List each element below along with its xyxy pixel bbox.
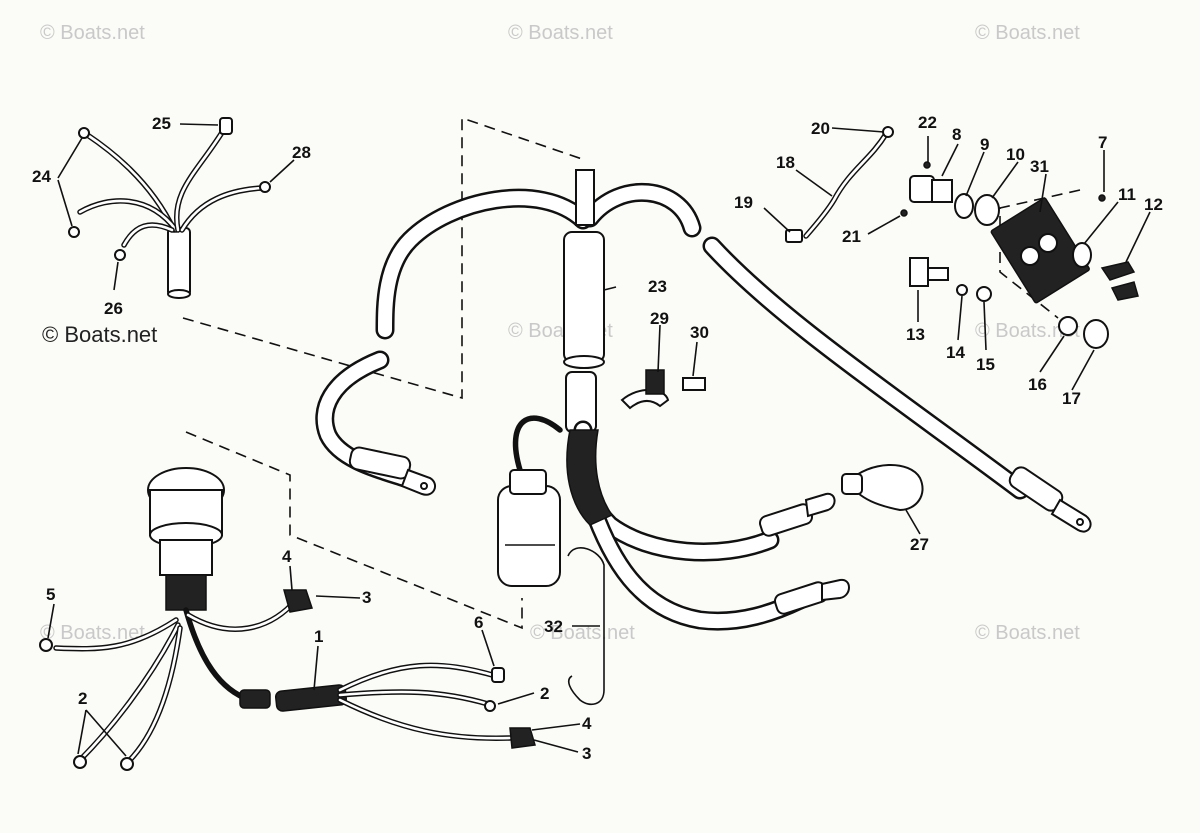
plug-assembly <box>39 467 313 771</box>
watermark: © Boats.net <box>975 22 1080 44</box>
callout-1: 1 <box>314 627 323 646</box>
callout-28: 28 <box>292 143 311 162</box>
callout-2: 2 <box>78 689 87 708</box>
callout-3: 3 <box>582 744 591 763</box>
callout-7: 7 <box>1098 133 1107 152</box>
watermark: © Boats.net <box>40 622 145 644</box>
callout-14: 14 <box>946 343 965 362</box>
watermark: © Boats.net <box>975 320 1080 342</box>
lead-1 <box>274 662 536 749</box>
coil-assembly <box>497 415 563 587</box>
callout-22: 22 <box>918 113 937 132</box>
callout-17: 17 <box>1062 389 1081 408</box>
switch-panel-parts <box>785 126 1139 349</box>
callout-5: 5 <box>46 585 55 604</box>
callout-26: 26 <box>104 299 123 318</box>
callout-4: 4 <box>582 714 592 733</box>
clip-32 <box>567 547 605 706</box>
callout-9: 9 <box>980 135 989 154</box>
callout-18: 18 <box>776 153 795 172</box>
callout-31: 31 <box>1030 157 1049 176</box>
callout-6: 6 <box>474 613 483 632</box>
pigtail-harness <box>68 117 271 299</box>
callout-11: 11 <box>1118 185 1136 204</box>
clamp-screw <box>620 369 706 410</box>
callout-30: 30 <box>690 323 709 342</box>
callout-24: 24 <box>32 167 51 186</box>
callout-19: 19 <box>734 193 753 212</box>
main-harness <box>315 169 1092 631</box>
watermark: © Boats.net <box>40 22 145 44</box>
callout-16: 16 <box>1028 375 1047 394</box>
callout-27: 27 <box>910 535 929 554</box>
watermark: © Boats.net <box>975 622 1080 644</box>
callout-2: 2 <box>540 684 549 703</box>
callout-21: 21 <box>842 227 861 246</box>
callout-29: 29 <box>650 309 669 328</box>
callout-25: 25 <box>152 114 171 133</box>
boot-27 <box>841 464 924 512</box>
callout-4: 4 <box>282 547 292 566</box>
callout-12: 12 <box>1144 195 1163 214</box>
watermark: © Boats.net <box>530 622 635 644</box>
callout-leaders <box>47 123 1151 757</box>
callout-23: 23 <box>648 277 667 296</box>
callout-numbers: 25 28 24 26 23 29 30 20 18 19 21 22 8 9 … <box>32 113 1163 763</box>
callout-13: 13 <box>906 325 925 344</box>
callout-20: 20 <box>811 119 830 138</box>
callout-10: 10 <box>1006 145 1025 164</box>
callout-3: 3 <box>362 588 371 607</box>
watermark: © Boats.net <box>42 322 158 347</box>
watermark: © Boats.net <box>508 22 613 44</box>
callout-15: 15 <box>976 355 995 374</box>
callout-8: 8 <box>952 125 961 144</box>
callout-32: 32 <box>544 617 563 636</box>
